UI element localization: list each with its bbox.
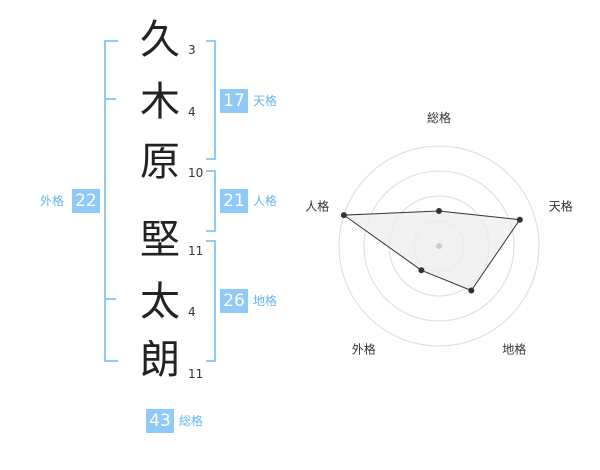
radar-axis-label: 地格	[502, 342, 526, 357]
name-char-6: 朗	[140, 337, 180, 383]
name-char-4: 堅	[140, 217, 180, 263]
radar-axis-label: 天格	[549, 198, 573, 213]
jinkaku-label: 人格	[253, 194, 278, 208]
name-char-1: 久	[140, 17, 180, 63]
radar-point-3	[468, 287, 475, 294]
radar-axis-label: 総格	[427, 110, 451, 125]
stroke-count-3: 10	[188, 166, 204, 180]
stroke-count-2: 4	[188, 105, 196, 119]
gaikaku-bracket	[104, 40, 118, 362]
radar-ring	[338, 145, 540, 347]
chikaku-bracket	[206, 240, 216, 362]
tenkaku-bracket	[206, 40, 216, 160]
stroke-count-4: 11	[188, 244, 204, 258]
name-char-5: 太	[140, 279, 180, 325]
radar-point-4	[418, 267, 425, 274]
radar-axis-label: 人格	[305, 198, 329, 213]
tenkaku-badge: 17	[220, 89, 248, 113]
chikaku-badge: 26	[220, 289, 248, 313]
name-char-3: 原	[140, 139, 180, 185]
radar-point-2	[516, 216, 523, 223]
chikaku-label: 地格	[253, 294, 278, 308]
stroke-count-6: 11	[188, 367, 204, 381]
jinkaku-badge: 21	[220, 189, 248, 213]
soukaku-label: 総格	[179, 414, 204, 428]
gaikaku-tick	[104, 98, 116, 100]
gaikaku-badge: 22	[72, 189, 100, 213]
stroke-count-5: 4	[188, 305, 196, 319]
gaikaku-label: 外格	[40, 194, 65, 208]
radar-center	[436, 243, 442, 249]
radar-point-5	[340, 212, 347, 219]
soukaku-badge: 43	[146, 409, 174, 433]
jinkaku-bracket	[206, 170, 216, 232]
radar-area	[342, 210, 521, 292]
radar-point-1	[436, 208, 442, 214]
stroke-count-1: 3	[188, 43, 196, 57]
name-char-2: 木	[140, 79, 180, 125]
radar-ring	[363, 170, 515, 322]
tenkaku-label: 天格	[253, 94, 278, 108]
gaikaku-tick	[104, 298, 116, 300]
radar-axis-label: 外格	[352, 342, 376, 357]
